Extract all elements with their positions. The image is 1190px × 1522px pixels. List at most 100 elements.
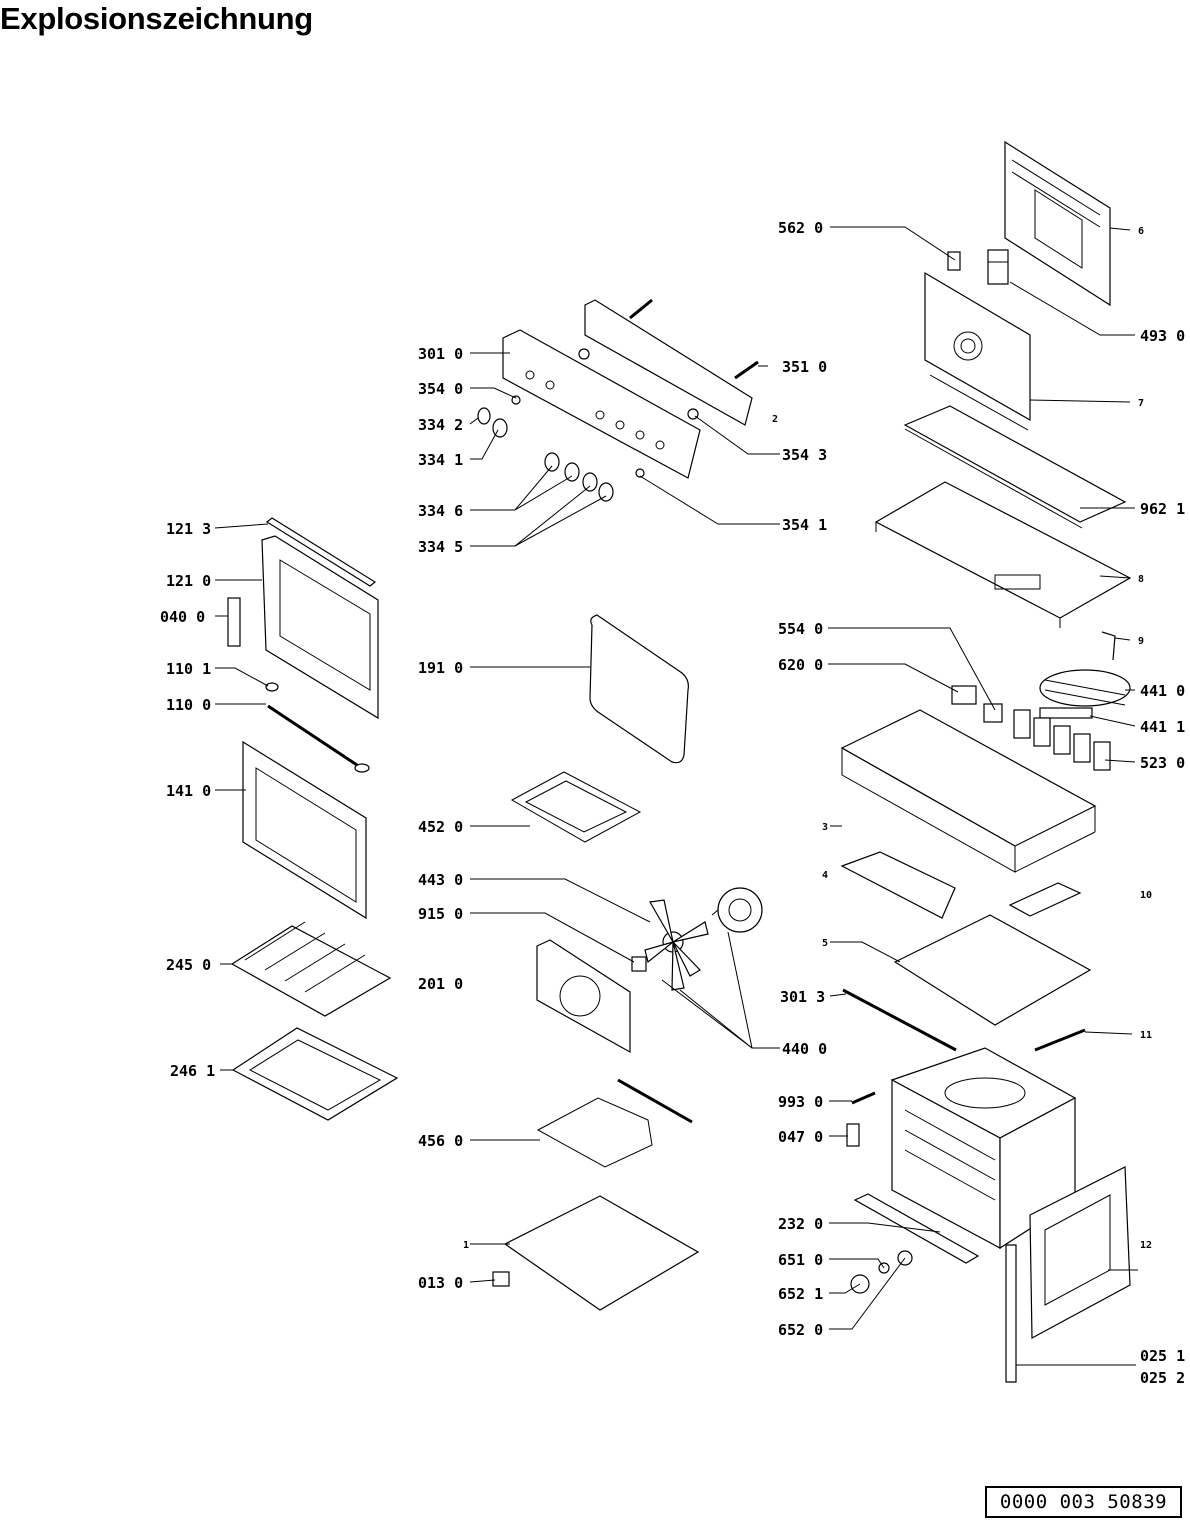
- part-562: [947, 251, 961, 271]
- part-456: [536, 1078, 693, 1168]
- part-9: [1101, 631, 1116, 661]
- part-110-0: [267, 704, 361, 769]
- part-outer-frame: [840, 709, 1097, 873]
- label-num-5: 5: [822, 938, 828, 949]
- label-191-0: 191 0: [418, 659, 463, 677]
- part-554: [983, 703, 1003, 723]
- label-993-0: 993 0: [778, 1093, 823, 1111]
- part-620: [951, 685, 977, 705]
- label-354-1: 354 1: [782, 516, 827, 534]
- label-121-0: 121 0: [166, 572, 211, 590]
- part-354-0: [511, 395, 521, 405]
- label-121-3: 121 3: [166, 520, 211, 538]
- label-num-2: 2: [772, 414, 778, 425]
- label-915-0: 915 0: [418, 905, 463, 923]
- label-110-0: 110 0: [166, 696, 211, 714]
- page-title: Explosionszeichnung: [0, 1, 313, 36]
- label-245-0: 245 0: [166, 956, 211, 974]
- part-354-1: [635, 468, 645, 478]
- part-493: [987, 249, 1009, 285]
- label-452-0: 452 0: [418, 818, 463, 836]
- part-040: [227, 597, 241, 647]
- label-num-10: 10: [1140, 890, 1152, 901]
- part-443: [644, 899, 709, 991]
- label-num-3: 3: [822, 822, 828, 833]
- label-441-0: 441 0: [1140, 682, 1185, 700]
- label-025-2: 025 2: [1140, 1369, 1185, 1387]
- label-493-0: 493 0: [1140, 327, 1185, 345]
- label-523-0: 523 0: [1140, 754, 1185, 772]
- part-121-3: [265, 517, 377, 587]
- part-452: [510, 771, 642, 843]
- part-5: [893, 914, 1092, 1026]
- part-351-a: [629, 298, 653, 320]
- part-351-b: [734, 360, 759, 380]
- label-013-0: 013 0: [418, 1274, 463, 1292]
- label-num-9: 9: [1138, 636, 1144, 647]
- label-351-0: 351 0: [782, 358, 827, 376]
- part-245: [230, 921, 392, 1017]
- label-620-0: 620 0: [778, 656, 823, 674]
- part-141: [242, 740, 367, 920]
- part-523: [1013, 709, 1111, 771]
- label-562-0: 562 0: [778, 219, 823, 237]
- part-334-knobs: [477, 407, 614, 502]
- label-334-6: 334 6: [418, 502, 463, 520]
- label-301-3: 301 3: [780, 988, 825, 1006]
- label-246-1: 246 1: [170, 1062, 215, 1080]
- leader-lines: [214, 226, 1138, 1366]
- label-334-2: 334 2: [418, 416, 463, 434]
- part-047: [846, 1123, 860, 1147]
- label-num-4: 4: [822, 870, 828, 881]
- document-number: 0000 003 50839: [985, 1486, 1182, 1518]
- parts-group: [227, 140, 1132, 1383]
- label-456-0: 456 0: [418, 1132, 463, 1150]
- label-354-3: 354 3: [782, 446, 827, 464]
- part-440: [711, 887, 763, 933]
- label-num-12: 12: [1140, 1240, 1152, 1251]
- label-232-0: 232 0: [778, 1215, 823, 1233]
- label-num-1: 1: [463, 1240, 469, 1251]
- part-201: [536, 939, 631, 1054]
- part-191: [589, 614, 689, 764]
- label-num-7: 7: [1138, 398, 1144, 409]
- label-443-0: 443 0: [418, 871, 463, 889]
- label-025-1: 025 1: [1140, 1347, 1185, 1365]
- part-441: [1039, 669, 1131, 719]
- part-10: [1008, 882, 1082, 917]
- label-301-0: 301 0: [418, 345, 463, 363]
- part-962: [903, 405, 1127, 523]
- label-num-8: 8: [1138, 574, 1144, 585]
- label-040-0: 040 0: [160, 608, 205, 626]
- label-201-0: 201 0: [418, 975, 463, 993]
- part-354-3: [578, 348, 590, 360]
- part-11: [1034, 1028, 1086, 1052]
- part-rear-wall: [924, 271, 1031, 431]
- part-993: [851, 1091, 876, 1105]
- part-232: [853, 1193, 980, 1264]
- part-back-cover: [1004, 140, 1111, 307]
- part-control-panel: [502, 329, 701, 479]
- part-246: [231, 1027, 399, 1121]
- label-141-0: 141 0: [166, 782, 211, 800]
- part-301-3: [842, 988, 957, 1052]
- label-num-6: 6: [1138, 226, 1144, 237]
- part-4: [840, 851, 956, 919]
- label-440-0: 440 0: [782, 1040, 827, 1058]
- label-047-0: 047 0: [778, 1128, 823, 1146]
- label-651-0: 651 0: [778, 1251, 823, 1269]
- part-110-1: [265, 682, 279, 692]
- label-num-11: 11: [1140, 1030, 1152, 1041]
- label-354-0: 354 0: [418, 380, 463, 398]
- label-652-0: 652 0: [778, 1321, 823, 1339]
- label-110-1: 110 1: [166, 660, 211, 678]
- label-441-1: 441 1: [1140, 718, 1185, 736]
- label-652-1: 652 1: [778, 1285, 823, 1303]
- part-915: [631, 956, 647, 972]
- label-962-1: 962 1: [1140, 500, 1185, 518]
- label-334-5: 334 5: [418, 538, 463, 556]
- part-025: [1005, 1244, 1017, 1383]
- part-1: [503, 1195, 700, 1311]
- part-110-end: [354, 763, 370, 773]
